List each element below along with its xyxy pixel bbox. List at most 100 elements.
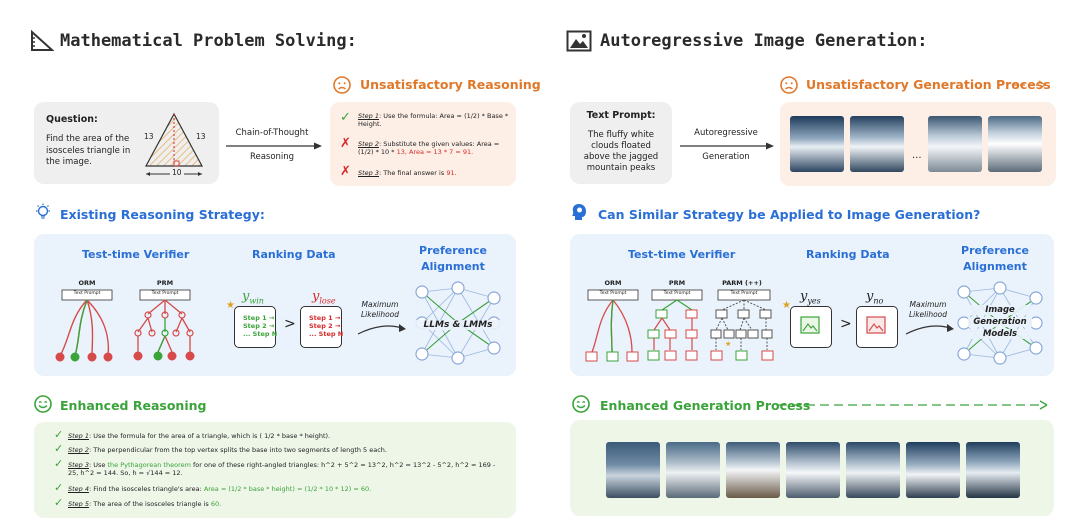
good-step-4: Step 4: Find the isosceles triangle's ar… <box>68 485 372 493</box>
gen-ellipsis: ... <box>912 150 922 161</box>
triangle-side-right: 13 <box>196 132 206 141</box>
left-header: Mathematical Problem Solving: <box>60 31 357 51</box>
left-pref-title-1: Preference <box>419 244 487 257</box>
enh-image-4 <box>786 442 840 498</box>
existing-strategy-title: Existing Reasoning Strategy: <box>60 207 265 222</box>
question-label: Question: <box>46 114 98 125</box>
unsat-dashed-arrow <box>1012 80 1046 90</box>
good-check-2: ✓ <box>54 442 64 455</box>
left-prm-label: PRM <box>156 279 174 287</box>
existing-strategy-box <box>34 234 516 376</box>
right-gt-sign: > <box>840 316 852 332</box>
parm-label: PARM (++) <box>722 279 762 287</box>
bad-step-1: Step 1: Use the formula: Area = (1/2) * … <box>358 112 509 128</box>
enh-image-6 <box>906 442 960 498</box>
enhanced-generation-title: Enhanced Generation Process <box>600 398 811 413</box>
good-check-1: ✓ <box>54 428 64 441</box>
unsat-generation-title: Unsatisfactory Generation Process <box>806 77 1051 92</box>
left-pref-title-2: Alignment <box>421 260 485 273</box>
enhanced-reasoning-title: Enhanced Reasoning <box>60 398 207 413</box>
left-ml-arrow <box>357 324 406 335</box>
enhanced-dashed-arrow <box>778 400 1048 410</box>
right-verifier-title: Test-time Verifier <box>628 248 736 261</box>
enh-image-1 <box>606 442 660 498</box>
gen-image-2 <box>850 116 904 172</box>
cross-icon-step3: ✗ <box>340 164 351 179</box>
enh-image-5 <box>846 442 900 498</box>
right-y-no: yno <box>866 289 884 306</box>
cot-label-bottom: Reasoning <box>249 152 295 162</box>
svg-text:★: ★ <box>725 340 731 348</box>
unsat-reasoning-title: Unsatisfactory Reasoning <box>360 77 541 92</box>
left-prm-tree <box>133 289 195 361</box>
cot-label-top: Chain-of-Thought <box>235 128 309 138</box>
right-orm-text-prompt: Text Prompt <box>599 291 627 296</box>
left-gt-sign: > <box>284 316 296 332</box>
head-bulb-icon <box>570 203 588 225</box>
trophy-icon: ★ <box>226 300 235 311</box>
question-text: Find the area of the isosceles triangle … <box>46 134 131 167</box>
bad-step-2: Step 2: Substitute the given values: Are… <box>358 140 500 156</box>
right-happy-face-icon <box>572 395 590 417</box>
happy-face-icon <box>34 395 52 417</box>
good-step-5: Step 5: The area of the isosceles triang… <box>68 500 222 508</box>
good-check-4: ✓ <box>54 481 64 494</box>
left-win-box <box>234 306 276 348</box>
left-y-win: ywin <box>242 289 264 306</box>
right-pref-title-1: Preference <box>961 244 1029 257</box>
triangle-side-left: 13 <box>144 132 154 141</box>
bad-steps-box <box>330 102 516 186</box>
right-pref-title-2: Alignment <box>963 260 1027 273</box>
right-ml-label-1: Maximum <box>909 300 947 309</box>
right-prm-label: PRM <box>668 279 686 287</box>
right-prm-tree <box>647 289 703 361</box>
left-ml-label-2: Likelihood <box>360 310 400 319</box>
parm-tree: ★ <box>710 289 774 361</box>
ruler-triangle-icon <box>30 29 55 56</box>
enh-image-7 <box>966 442 1020 498</box>
left-lose-step-3: ... Step N <box>309 330 344 338</box>
left-prm-text-prompt: Text Prompt <box>151 291 179 296</box>
good-step-3: Step 3: Use the Pythagorean theorem for … <box>68 461 496 477</box>
left-win-step-2: Step 2 → <box>243 322 275 330</box>
similar-strategy-title: Can Similar Strategy be Applied to Image… <box>598 207 981 222</box>
enh-image-2 <box>666 442 720 498</box>
good-check-3: ✓ <box>54 457 64 470</box>
left-ranking-title: Ranking Data <box>252 248 336 261</box>
text-prompt-box <box>570 102 672 184</box>
bad-step-3: Step 3: The final answer is 91. <box>358 169 457 177</box>
left-lose-box <box>300 306 342 348</box>
right-y-yes: yyes <box>800 289 821 306</box>
text-prompt-label: Text Prompt: <box>586 110 656 121</box>
good-step-1: Step 1: Use the formula for the area of … <box>68 432 331 440</box>
ar-label-top: Autoregressive <box>694 128 758 138</box>
check-icon-step1: ✓ <box>340 110 351 125</box>
right-orm-tree <box>585 289 639 362</box>
cross-icon-step2: ✗ <box>340 136 351 151</box>
model-label-3: Models <box>968 329 1032 339</box>
right-ml-label-2: Likelihood <box>908 310 948 319</box>
left-orm-label: ORM <box>78 279 96 287</box>
left-orm-tree <box>55 289 113 362</box>
right-prm-text-prompt: Text Prompt <box>663 291 691 296</box>
left-ml-label-1: Maximum <box>361 300 399 309</box>
good-step-2: Step 2: The perpendicular from the top v… <box>68 446 387 454</box>
text-prompt-content: The fluffy white clouds floated above th… <box>583 130 659 173</box>
image-icon <box>566 30 592 56</box>
gen-image-4 <box>988 116 1042 172</box>
left-lose-step-2: Step 2 → <box>309 322 341 330</box>
llm-label: LLMs & LMMs <box>410 320 506 330</box>
gen-image-1 <box>790 116 844 172</box>
parm-text-prompt: Text Prompt <box>730 291 758 296</box>
left-win-step-3: ... Step N <box>243 330 278 338</box>
left-y-lose: ylose <box>312 289 336 306</box>
triangle-base: 10 <box>170 168 184 177</box>
right-trophy-icon: ★ <box>782 300 791 311</box>
right-ml-arrow <box>905 324 954 335</box>
no-image-icon <box>866 316 886 334</box>
right-header: Autoregressive Image Generation: <box>600 31 928 51</box>
model-label-2: Generation <box>968 317 1032 327</box>
ar-arrow <box>680 142 774 150</box>
right-ranking-title: Ranking Data <box>806 248 890 261</box>
lightbulb-icon <box>34 203 52 225</box>
